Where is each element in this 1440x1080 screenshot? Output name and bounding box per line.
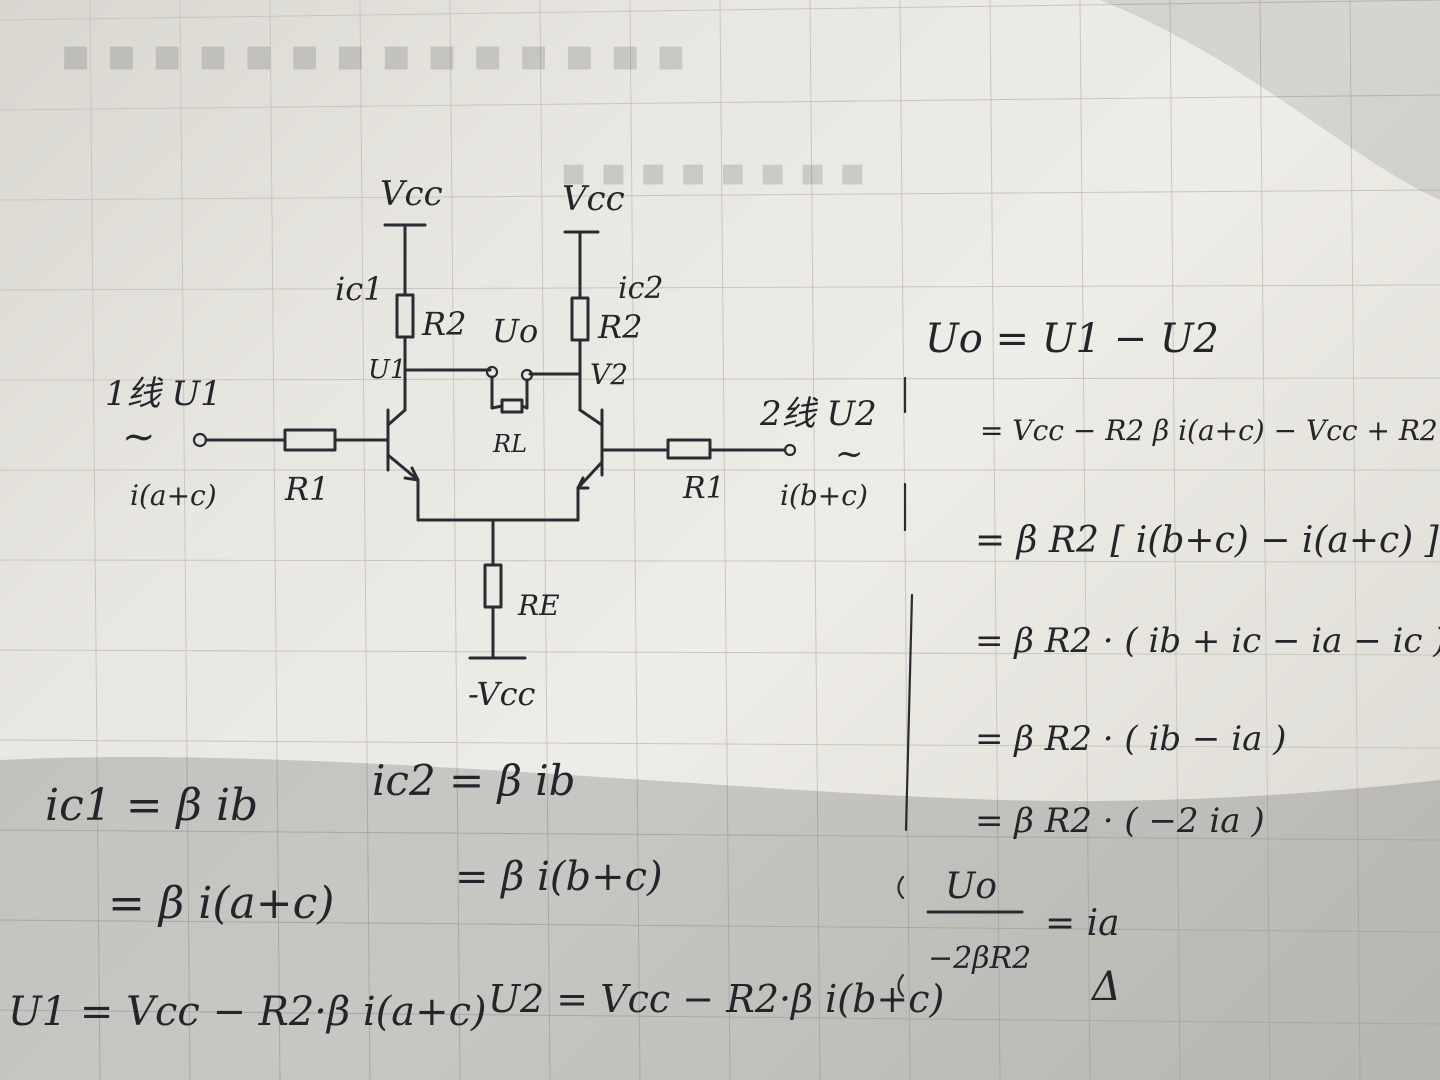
ic2-label: ic2: [618, 271, 663, 306]
circuit-diagram: Vcc Vcc ic1 ic2 R2 R2 Uo U1 V2 RL R1 R1 …: [105, 174, 877, 713]
resistor-re: [483, 563, 503, 609]
neg-vcc-label: -Vcc: [468, 675, 536, 713]
vcc-right-label: Vcc: [562, 179, 625, 219]
rl-label: RL: [492, 430, 527, 458]
derivation-right: Uo = U1 − U2 = Vcc − R2 β i(a+c) − Vcc +…: [925, 316, 1440, 1010]
input2-label: 2线 U2: [759, 394, 877, 434]
vcc-left-label: Vcc: [380, 174, 443, 214]
r1-right-label: R1: [682, 471, 725, 506]
delta-mark: Δ: [1090, 964, 1121, 1010]
resistor-rl: [500, 398, 524, 414]
svg-text:▪ ▪ ▪ ▪ ▪ ▪ ▪ ▪: ▪ ▪ ▪ ▪ ▪ ▪ ▪ ▪: [560, 149, 866, 195]
fraction-numerator: Uo: [945, 866, 997, 907]
resistor-r1-left: [283, 428, 337, 452]
r2-left-label: R2: [421, 305, 466, 343]
ic1-eq-line-2: = β i(a+c): [108, 878, 334, 929]
resistor-r1-right: [666, 438, 712, 460]
eq-line-2: = Vcc − R2 β i(a+c) − Vcc + R2 β i(b+c): [980, 414, 1440, 447]
u2-node-label: V2: [590, 358, 628, 391]
resistor-r2-left: [395, 293, 415, 339]
input1-current-label: i(a+c): [130, 479, 217, 512]
fraction-result: = ia: [1045, 903, 1120, 944]
ic1-eq-line-1: ic1 = β ib: [45, 780, 258, 831]
input1-label: 1线 U1: [105, 374, 222, 414]
photo-shadow: [0, 756, 1440, 1080]
eq-line-1: Uo = U1 − U2: [925, 316, 1219, 362]
ic2-eq-line-1: ic2 = β ib: [372, 756, 576, 805]
r2-right-label: R2: [597, 308, 642, 346]
r1-left-label: R1: [284, 470, 329, 508]
eq-line-5: = β R2 · ( ib − ia ): [975, 719, 1286, 759]
re-label: RE: [517, 589, 560, 622]
ic2-eq-line-2: = β i(b+c): [455, 854, 663, 900]
fraction-denominator: −2βR2: [928, 941, 1031, 976]
ic1-label: ic1: [335, 270, 384, 308]
margin-marks: [897, 376, 914, 998]
uo-label: Uo: [492, 312, 538, 350]
input2-current-label: i(b+c): [780, 479, 868, 512]
u2-eq: U2 = Vcc − R2·β i(b+c): [488, 977, 944, 1021]
eq-line-3: = β R2 [ i(b+c) − i(a+c) ]: [975, 520, 1440, 561]
equations-bottom: ic1 = β ib = β i(a+c) ic2 = β ib = β i(b…: [8, 756, 944, 1035]
eq-line-4: = β R2 · ( ib + ic − ia − ic ): [975, 621, 1440, 661]
eq-line-6: = β R2 · ( −2 ia ): [975, 801, 1265, 841]
resistor-r2-right: [570, 296, 590, 342]
u1-node-label: U1: [368, 355, 406, 385]
svg-text:▪ ▪ ▪ ▪ ▪ ▪ ▪ ▪ ▪ ▪ ▪ ▪ ▪ ▪: ▪ ▪ ▪ ▪ ▪ ▪ ▪ ▪ ▪ ▪ ▪ ▪ ▪ ▪: [60, 27, 687, 81]
u1-eq: U1 = Vcc − R2·β i(a+c): [8, 989, 487, 1035]
input2-ac-symbol: ~: [835, 434, 864, 474]
input1-ac-symbol: ~: [122, 414, 156, 460]
bleed-through-marks: ▪ ▪ ▪ ▪ ▪ ▪ ▪ ▪ ▪ ▪ ▪ ▪ ▪ ▪ ▪ ▪ ▪ ▪ ▪ ▪ …: [60, 27, 866, 195]
